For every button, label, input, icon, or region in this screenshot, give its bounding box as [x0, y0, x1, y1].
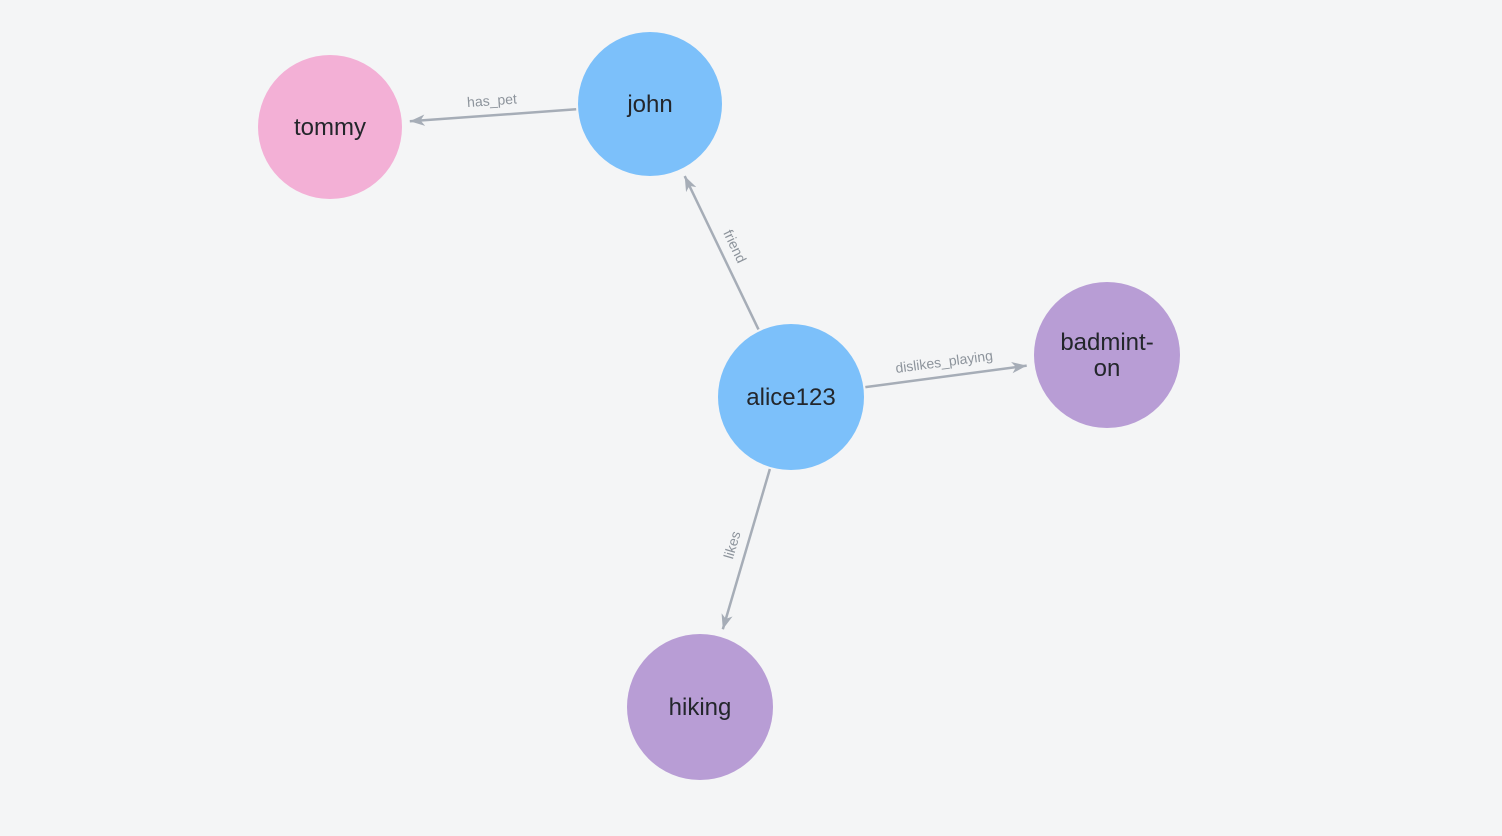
graph-edge-dislikes_playing[interactable]: dislikes_playing: [865, 347, 1027, 389]
node-circle: [578, 32, 722, 176]
edge-label: likes: [720, 529, 743, 560]
graph-edge-friend[interactable]: friend: [683, 175, 760, 330]
node-circle: [258, 55, 402, 199]
edge-line: [865, 361, 1027, 389]
node-circle: [1034, 282, 1180, 428]
edge-line: [409, 108, 577, 126]
graph-node-hiking[interactable]: hiking: [627, 634, 773, 780]
graph-edge-likes[interactable]: likes: [720, 468, 772, 630]
graph-node-john[interactable]: john: [578, 32, 722, 176]
graph-node-badminton[interactable]: badmint-on: [1034, 282, 1180, 428]
node-layer: tommy john alice123 badmint-on hiking: [258, 32, 1180, 780]
edge-label: has_pet: [466, 91, 517, 111]
edge-line: [683, 175, 760, 330]
graph-node-tommy[interactable]: tommy: [258, 55, 402, 199]
graph-edge-has_pet[interactable]: has_pet: [409, 91, 577, 126]
edge-line: [721, 468, 772, 630]
graph-node-alice123[interactable]: alice123: [718, 324, 864, 470]
node-circle: [718, 324, 864, 470]
node-circle: [627, 634, 773, 780]
